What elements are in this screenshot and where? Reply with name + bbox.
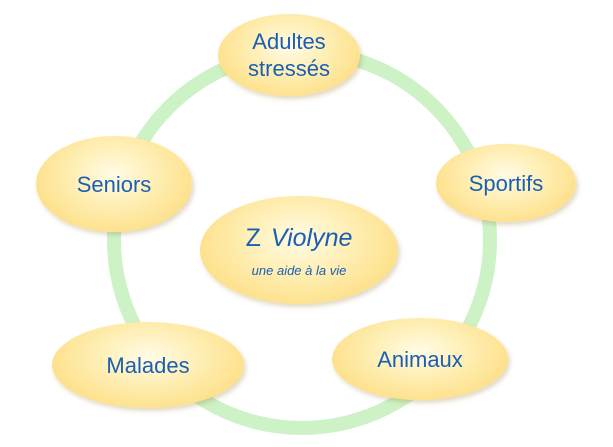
node-seniors: Seniors [36,136,192,232]
center-title: Z Violyne [246,223,353,253]
node-label-seniors: Seniors [76,171,152,197]
center-tagline: une aide à la vie [251,262,347,278]
node-adultes-stresses: Adultes stressés [218,14,360,96]
node-label-animaux: Animaux [377,346,463,372]
center-name: Violyne [270,223,353,252]
node-malades: Malades [52,322,244,408]
node-label-malades: Malades [106,352,190,378]
node-label-adultes-stresses: Adultes stressés [248,29,330,81]
center-node: Z Violyne une aide à la vie [200,196,398,304]
center-letter: Z [245,223,261,252]
node-animaux: Animaux [332,318,508,400]
node-label-sportifs: Sportifs [468,170,544,196]
node-sportifs: Sportifs [436,144,576,222]
